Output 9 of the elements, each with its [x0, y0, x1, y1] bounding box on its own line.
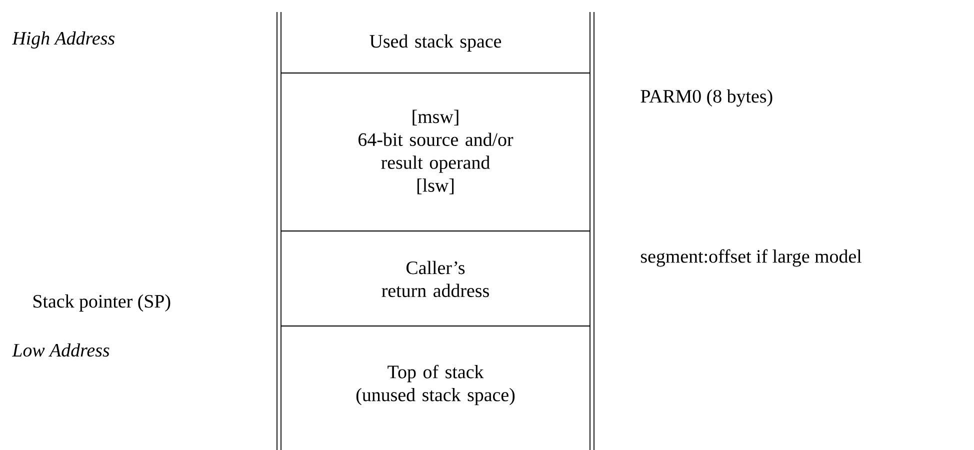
stack-cell: Caller’s return address: [382, 260, 489, 298]
address-label: Stack pointer (SP): [33, 294, 170, 312]
stack-cell: Used stack space: [370, 34, 502, 52]
stack-cell: [msw] 64-bit source and/or result operand [lsw]: [358, 110, 514, 194]
address-label: High Address: [12, 31, 115, 49]
stack-cell: Top of stack (unused stack space): [356, 364, 515, 406]
address-label: segment:offset if large model: [640, 249, 862, 267]
address-label: PARM0 (8 bytes): [640, 89, 772, 107]
address-label: Low Address: [12, 343, 110, 357]
